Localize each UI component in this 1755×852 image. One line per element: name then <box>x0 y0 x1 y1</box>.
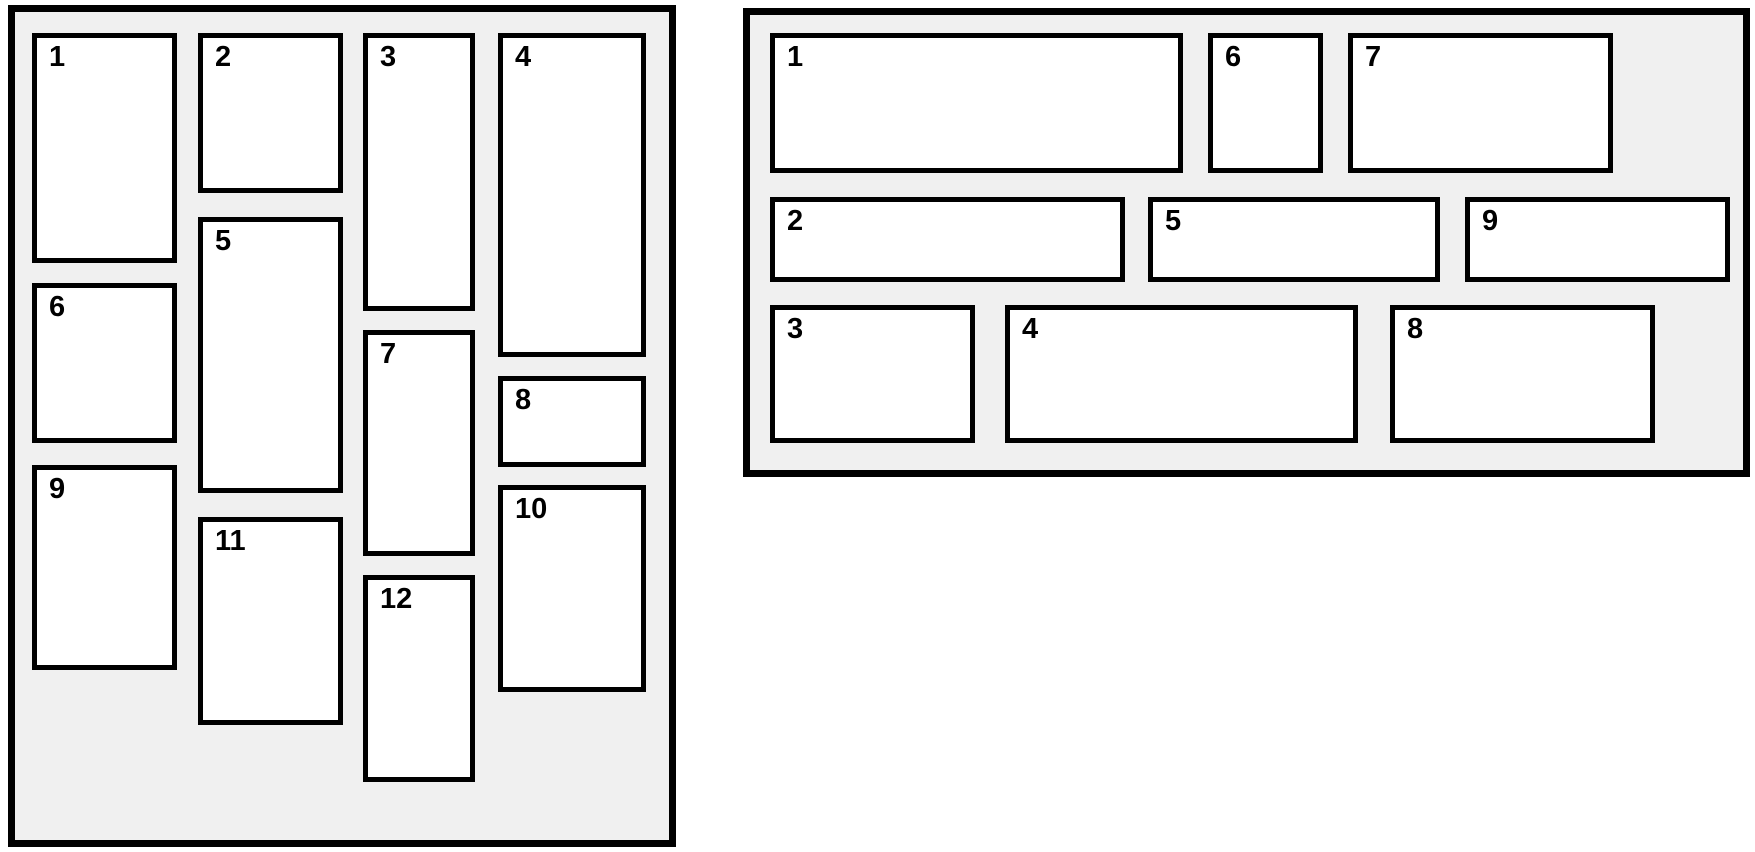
layout-box-8: 8 <box>498 376 646 467</box>
box-number-label: 12 <box>380 583 413 615</box>
layout-box-3: 3 <box>363 33 475 311</box>
layout-box-2: 2 <box>770 197 1125 282</box>
box-number-label: 3 <box>380 41 397 73</box>
layout-box-12: 12 <box>363 575 475 782</box>
layout-box-4: 4 <box>498 33 646 357</box>
box-number-label: 7 <box>380 338 397 370</box>
layout-box-7: 7 <box>1348 33 1613 173</box>
box-number-label: 5 <box>215 225 232 257</box>
box-number-label: 6 <box>1225 41 1242 73</box>
layout-box-11: 11 <box>198 517 343 725</box>
layout-box-3: 3 <box>770 305 975 443</box>
layout-box-7: 7 <box>363 330 475 556</box>
box-number-label: 3 <box>787 313 804 345</box>
layout-box-5: 5 <box>198 217 343 493</box>
box-number-label: 1 <box>49 41 66 73</box>
layout-box-6: 6 <box>32 283 177 443</box>
box-number-label: 7 <box>1365 41 1382 73</box>
box-number-label: 2 <box>787 205 804 237</box>
layout-box-1: 1 <box>32 33 177 263</box>
layout-box-9: 9 <box>32 465 177 670</box>
box-number-label: 9 <box>49 473 66 505</box>
box-number-label: 4 <box>515 41 532 73</box>
box-number-label: 6 <box>49 291 66 323</box>
layout-box-5: 5 <box>1148 197 1440 282</box>
layout-box-4: 4 <box>1005 305 1358 443</box>
box-number-label: 11 <box>215 525 246 557</box>
box-number-label: 8 <box>1407 313 1424 345</box>
layout-box-2: 2 <box>198 33 343 193</box>
layout-box-1: 1 <box>770 33 1183 173</box>
box-number-label: 5 <box>1165 205 1182 237</box>
layout-box-9: 9 <box>1465 197 1730 282</box>
layout-box-8: 8 <box>1390 305 1655 443</box>
layout-box-10: 10 <box>498 485 646 692</box>
box-number-label: 2 <box>215 41 232 73</box>
rows-panel: 1 2 3 4 5 6 7 8 9 <box>743 8 1750 477</box>
box-number-label: 4 <box>1022 313 1039 345</box>
box-number-label: 1 <box>787 41 804 73</box>
box-number-label: 8 <box>515 384 532 416</box>
box-number-label: 9 <box>1482 205 1499 237</box>
box-number-label: 10 <box>515 493 548 525</box>
layout-box-6: 6 <box>1208 33 1323 173</box>
